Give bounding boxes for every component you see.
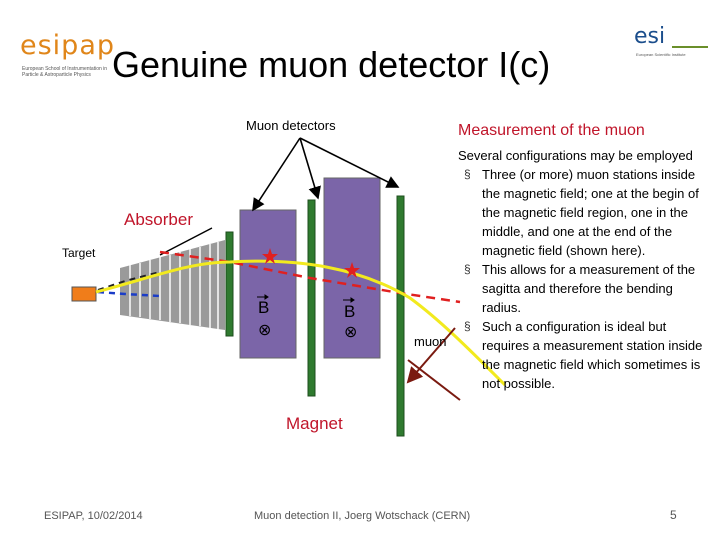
measurement-panel: Measurement of the muon Several configur… — [458, 122, 710, 393]
blue-dashed-track — [97, 290, 161, 298]
esipap-logo: esipap European School of Instrumentatio… — [18, 30, 128, 80]
b-field-into-page-icon-1: ⊗ — [258, 322, 272, 339]
panel-intro: Several configurations may be employed — [458, 148, 693, 163]
b-field-into-page-icon-2: ⊗ — [344, 324, 358, 341]
slide-title: Genuine muon detector I(c) — [112, 44, 551, 85]
field-vector-arrows — [257, 294, 355, 303]
esi-logo-underline — [672, 46, 708, 48]
magnet-label: Magnet — [286, 414, 343, 433]
muon-pointer-arrow — [406, 327, 456, 384]
magnet-block-1 — [239, 209, 297, 359]
absorber-label: Absorber — [124, 210, 193, 229]
page-number: 5 — [670, 508, 677, 522]
detector-pointer-arrows — [252, 137, 400, 212]
panel-bullet-1: Three (or more) muon stations inside the… — [458, 165, 710, 260]
panel-bullet-3: Such a configuration is ideal but requir… — [458, 317, 710, 393]
panel-body: Several configurations may be employed T… — [458, 146, 710, 393]
footer-center: Muon detection II, Joerg Wotschack (CERN… — [254, 510, 471, 522]
muon-label: muon — [414, 334, 447, 349]
esi-logo-word: esi — [634, 24, 666, 49]
esipap-logo-subtitle: European School of Instrumentation in Pa… — [22, 66, 108, 78]
esi-logo: esi European Scientific Institute — [632, 24, 712, 64]
panel-bullet-2: This allows for a measurement of the sag… — [458, 260, 710, 317]
panel-bullet-list: Three (or more) muon stations inside the… — [458, 165, 710, 393]
absorber-pointer-line — [159, 227, 213, 256]
detector-station-3 — [396, 195, 405, 437]
muon-track — [95, 259, 507, 387]
footer-date: ESIPAP, 10/02/2014 — [44, 510, 143, 522]
absorber — [120, 240, 225, 330]
detector-station-1 — [225, 231, 234, 337]
b-field-label-1: B — [258, 298, 270, 317]
hit-markers — [262, 248, 360, 278]
esipap-logo-word: esipap — [20, 30, 116, 61]
red-dashed-track — [159, 250, 461, 304]
target-label: Target — [62, 246, 96, 260]
target-block — [71, 286, 97, 302]
panel-title: Measurement of the muon — [458, 122, 645, 139]
detector-station-2 — [307, 199, 316, 397]
b-field-label-2: B — [344, 302, 356, 321]
bending-pointer-line — [407, 359, 461, 401]
esi-logo-subtitle: European Scientific Institute — [636, 52, 686, 57]
muon-detectors-label: Muon detectors — [246, 118, 336, 133]
